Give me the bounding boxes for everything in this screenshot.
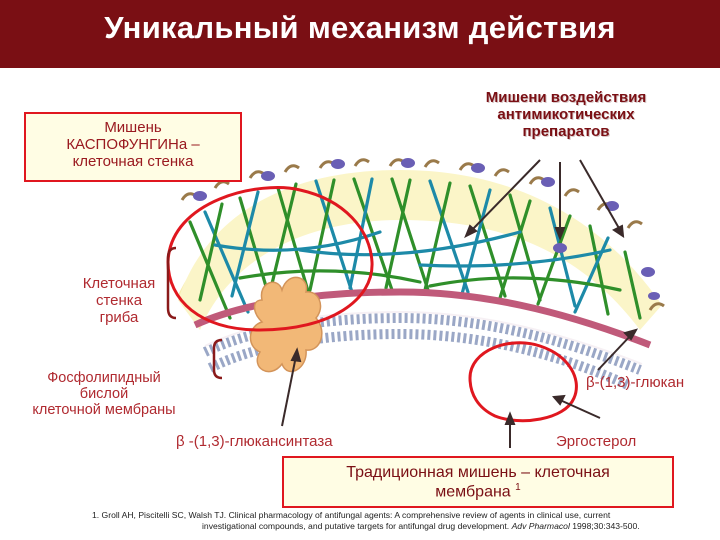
footnote-line-1: 1. Groll AH, Piscitelli SC, Walsh TJ. Cl…: [92, 510, 611, 520]
footnote-journal: Adv Pharmacol: [511, 520, 570, 531]
footnote-line-2-post: 1998;30:343-500.: [572, 520, 640, 531]
phospholipid-line-3: клеточной мембраны: [32, 402, 176, 419]
traditional-target-footnote-ref: 1: [515, 481, 521, 493]
arrows: [281, 159, 639, 448]
title-bar: [0, 0, 720, 68]
cell-wall-region: [178, 170, 662, 330]
traditional-target-box: Традиционная мишень – клеточная мембрана…: [282, 456, 674, 508]
traditional-target-line-1: Традиционная мишень – клеточная: [346, 464, 610, 481]
glucan-synthase-label: β -(1,3)-глюкансинтаза: [176, 433, 333, 450]
beta-glucan-label: β-(1,3)-глюкан: [586, 374, 685, 391]
phospholipid-label: Фосфолипидный бислой клеточной мембраны: [4, 370, 204, 419]
footnote-line-2: investigational compounds, and putative …: [92, 521, 712, 532]
cell-wall-line-2: стенка: [95, 291, 143, 309]
traditional-target-membrane: мембрана: [435, 483, 511, 501]
cell-wall-line-1: Клеточная: [82, 275, 156, 292]
footnote: 1. Groll AH, Piscitelli SC, Walsh TJ. Cl…: [92, 510, 712, 531]
footnote-line-2-pre: investigational compounds, and putative …: [202, 520, 510, 531]
phospholipid-line-1: Фосфолипидный: [47, 370, 161, 386]
caspofungin-target-box: Мишень КАСПОФУНГИНа – клеточная стенка: [24, 112, 242, 182]
cell-wall-line-3: гриба: [99, 308, 139, 326]
cell-wall-label: Клеточная стенка гриба: [64, 275, 174, 326]
cell-wall-bracket: [166, 246, 177, 320]
glucan-fibers: [188, 177, 642, 320]
traditional-target-line-2: мембрана 1: [284, 482, 672, 501]
phospholipid-line-2: бислой: [79, 386, 129, 403]
surface-glycoproteins: [193, 158, 660, 300]
highlight-circles: [166, 186, 578, 423]
antifungal-targets-line-2: антимикотических: [497, 105, 635, 123]
page-title: Уникальный механизм действия: [104, 10, 616, 45]
antifungal-targets-line-3: препаратов: [522, 122, 610, 140]
antifungal-targets-label: Мишени воздействия антимикотических преп…: [448, 89, 684, 140]
caspofungin-target-line-1: Мишень: [104, 119, 162, 136]
ergosterol-label: Эргостерол: [556, 433, 637, 450]
antifungal-targets-line-1: Мишени воздействия: [485, 89, 647, 106]
caspofungin-target-line-3: клеточная стенка: [72, 152, 194, 170]
bilayer-bracket: [212, 338, 223, 380]
caspofungin-target-line-2: КАСПОФУНГИНа –: [66, 135, 200, 153]
